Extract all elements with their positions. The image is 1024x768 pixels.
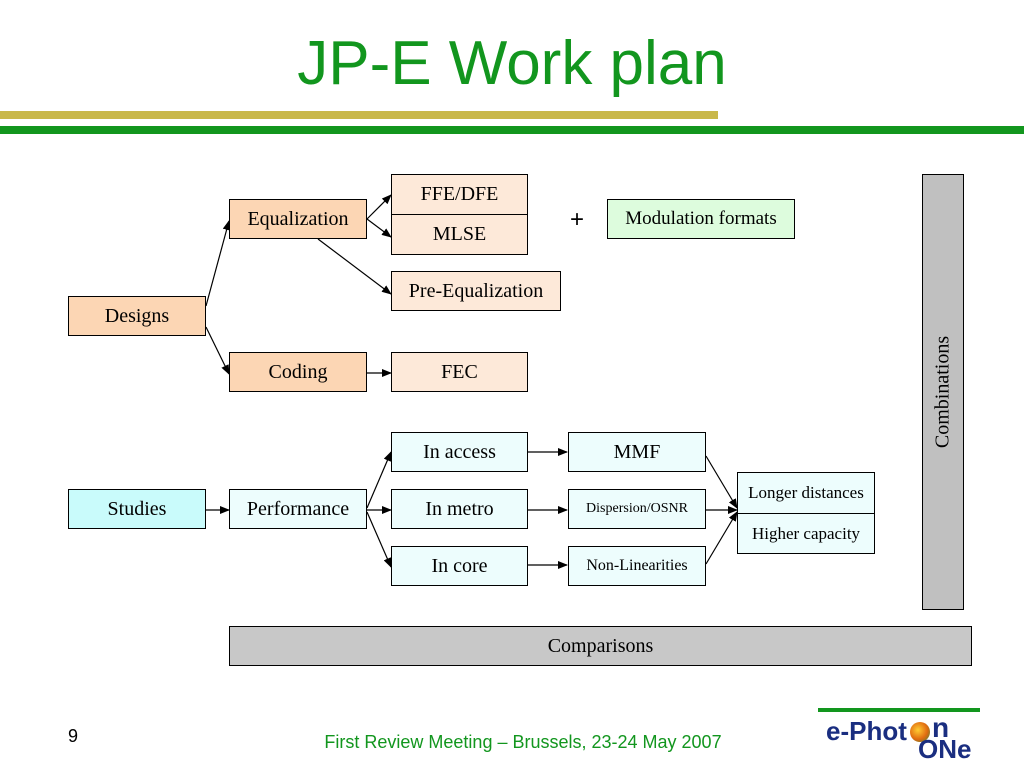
mmf-box: MMF [568, 432, 706, 472]
footer-text: First Review Meeting – Brussels, 23-24 M… [324, 732, 722, 752]
comparisons-bar: Comparisons [229, 626, 972, 666]
arrow-nonlin-combined [705, 511, 738, 565]
studies-box: Studies [68, 489, 206, 529]
pre-equalization-box: Pre-Equalization [391, 271, 561, 311]
ffe-dfe-box: FFE/DFE [391, 174, 528, 215]
fec-box: FEC [391, 352, 528, 392]
arrow-equalization-mlse [366, 218, 392, 238]
globe-icon [910, 722, 930, 742]
page-title: JP-E Work plan [297, 29, 727, 98]
arrow-designs-coding [205, 326, 230, 375]
arrow-equalization-preeq [317, 238, 392, 295]
modulation-formats-box: Modulation formats [607, 199, 795, 239]
mlse-box: MLSE [391, 214, 528, 255]
combinations-bar: Combinations [922, 174, 964, 610]
performance-box: Performance [229, 489, 367, 529]
in-metro-box: In metro [391, 489, 528, 529]
e-photon-one-logo: e-Phot n ONe [818, 708, 988, 764]
combinations-label: Combinations [931, 335, 954, 449]
equalization-box: Equalization [229, 199, 367, 239]
logo-text-n: n [932, 712, 950, 743]
longer-distances-box: Longer distances [737, 472, 875, 514]
coding-box: Coding [229, 352, 367, 392]
arrow-performance-core [366, 511, 392, 568]
in-core-box: In core [391, 546, 528, 586]
plus-sign: + [570, 206, 585, 233]
arrow-equalization-ffe [366, 194, 392, 220]
title-underline-green [0, 126, 1024, 134]
logo-text-ephot: e-Phot [826, 716, 907, 746]
logo-line [818, 708, 980, 712]
designs-box: Designs [68, 296, 206, 336]
arrow-performance-access [366, 451, 392, 509]
in-access-box: In access [391, 432, 528, 472]
dispersion-osnr-box: Dispersion/OSNR [568, 489, 706, 529]
title-underline-gold [0, 111, 718, 119]
page-number: 9 [68, 726, 79, 746]
logo-text-one: ONe [918, 734, 972, 764]
arrow-designs-equalization [205, 220, 231, 307]
arrow-mmf-combined [705, 455, 738, 509]
higher-capacity-box: Higher capacity [737, 513, 875, 554]
non-linearities-box: Non-Linearities [568, 546, 706, 586]
